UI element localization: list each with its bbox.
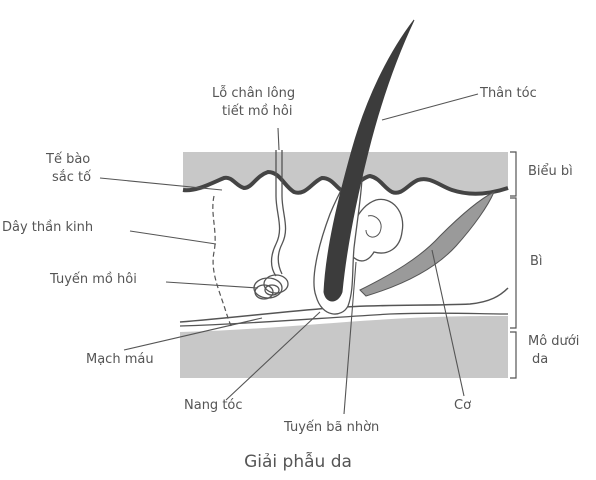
leader-hair-shaft [382,94,478,120]
label-pore-line2: tiết mồ hôi [222,104,293,120]
figure-caption: Giải phẫu da [0,452,596,472]
bracket-subcutis [510,332,516,378]
label-keratinocyte-line2: sắc tố [52,170,91,186]
leader-pore [278,128,279,150]
label-follicle: Nang tóc [184,398,243,414]
leader-nerve [130,231,216,244]
leader-sweat-gland [166,282,258,288]
label-epidermis: Biểu bì [528,164,573,180]
label-muscle: Cơ [454,398,471,414]
label-blood-vessel: Mạch máu [86,352,154,368]
label-subcutis-line1: Mô dưới [528,334,579,350]
bracket-dermis [510,198,516,328]
label-sweat-gland: Tuyến mồ hôi [50,272,137,288]
label-dermis: Bì [530,254,543,270]
sweat-gland-coil [254,275,288,299]
label-keratinocyte-line1: Tế bào [46,152,90,168]
bracket-epidermis [510,152,516,196]
label-pore-line1: Lỗ chân lông [212,86,295,102]
label-nerve: Dây thần kinh [2,220,93,236]
layer-brackets [510,152,516,378]
label-hair-shaft: Thân tóc [480,86,537,102]
label-subcutis-line2: da [532,352,548,368]
nerve-fiber [213,196,232,328]
label-sebaceous: Tuyến bã nhờn [284,420,379,436]
